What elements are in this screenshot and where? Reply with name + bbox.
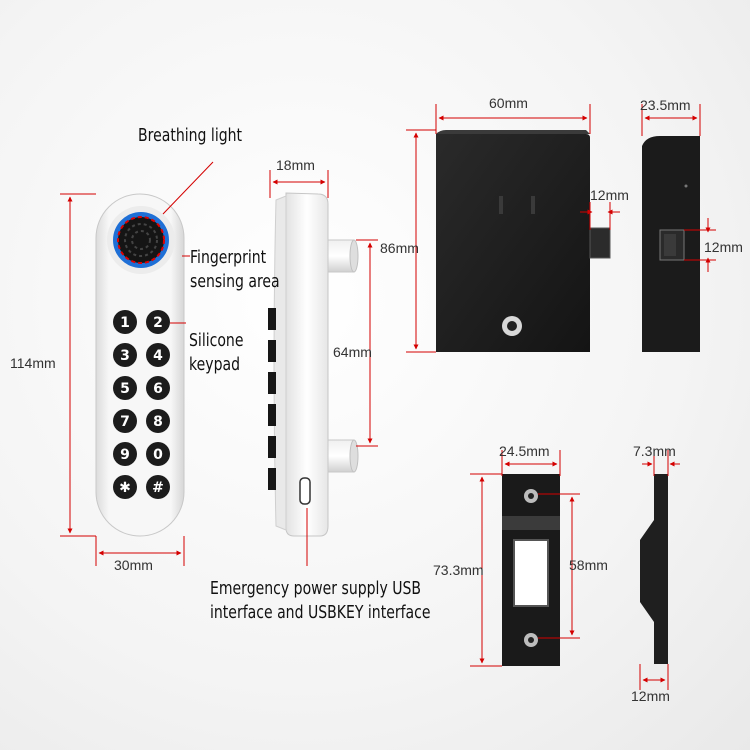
keypad-key-label: 6 [153, 381, 163, 397]
strike-side-dimension-lines [639, 450, 680, 690]
keypad-key-label: 3 [120, 348, 130, 364]
keypad-key: 4 [146, 343, 170, 367]
keypad-key: 1 [113, 310, 137, 334]
keypad-key-label: 7 [120, 414, 130, 430]
keypad-key: 2 [146, 310, 170, 334]
keypad-key-label: 5 [120, 381, 130, 397]
keypad-key: 9 [113, 442, 137, 466]
body-height-dimension: 86mm [380, 240, 419, 256]
silicone-label-line2: keypad [189, 354, 241, 375]
usb-label-line2: interface and USBKEY interface [210, 602, 431, 623]
strike-thickness-dimension: 7.3mm [633, 443, 676, 459]
strike-height-dimension: 73.3mm [433, 562, 484, 578]
strike-hole-spacing-dimension: 58mm [569, 557, 608, 573]
strike-side-width-dimension: 12mm [631, 688, 670, 704]
side-dimension-lines [269, 170, 378, 566]
keypad-key: 7 [113, 409, 137, 433]
side-depth-dimension: 18mm [276, 157, 315, 173]
keypad-key: # [146, 475, 170, 499]
fingerprint-label-line1: Fingerprint [190, 247, 267, 268]
keypad-key-label: 8 [153, 414, 163, 430]
strike-plate [502, 474, 560, 666]
strike-side [640, 474, 668, 664]
keypad-key-label: 2 [153, 315, 163, 331]
side-bolt-dimension: 12mm [704, 239, 743, 255]
keypad-key: 6 [146, 376, 170, 400]
keypad-key: ✱ [113, 475, 137, 499]
keypad-key-label: 0 [153, 447, 163, 463]
front-width-dimension: 30mm [114, 557, 153, 573]
body-side-dimension-lines [641, 104, 716, 272]
fingerprint-label-line2: sensing area [190, 271, 280, 292]
side-view [268, 192, 359, 537]
bolt-width-dimension: 12mm [590, 187, 629, 203]
keypad-key-label: 9 [120, 447, 130, 463]
keypad-keys: 1 2 3 4 5 6 7 8 9 0 ✱ # [113, 310, 170, 499]
front-panel [95, 193, 185, 537]
keypad-key: 3 [113, 343, 137, 367]
bolt-spacing-dimension: 64mm [333, 344, 372, 360]
front-height-dimension: 114mm [10, 355, 56, 371]
keypad-key-label: # [152, 480, 164, 496]
keypad-key: 5 [113, 376, 137, 400]
usb-port [299, 477, 311, 505]
keypad-key: 8 [146, 409, 170, 433]
keypad-key-label: ✱ [119, 480, 131, 496]
keypad-key-label: 1 [120, 315, 130, 331]
body-depth-dimension: 23.5mm [640, 97, 691, 113]
keypad-key-label: 4 [153, 348, 163, 364]
body-dimension-lines [406, 104, 620, 353]
front-dimension-lines [60, 161, 214, 566]
body-width-dimension: 60mm [489, 95, 528, 111]
usb-label-line1: Emergency power supply USB [210, 578, 422, 599]
strike-dimension-lines [470, 450, 580, 667]
keypad-key: 0 [146, 442, 170, 466]
silicone-label-line1: Silicone [189, 330, 244, 351]
fingerprint-area-marker [117, 216, 165, 264]
lock-body [436, 130, 611, 352]
lock-body-side [642, 136, 700, 352]
breathing-light-label: Breathing light [138, 125, 243, 146]
strike-width-dimension: 24.5mm [499, 443, 550, 459]
